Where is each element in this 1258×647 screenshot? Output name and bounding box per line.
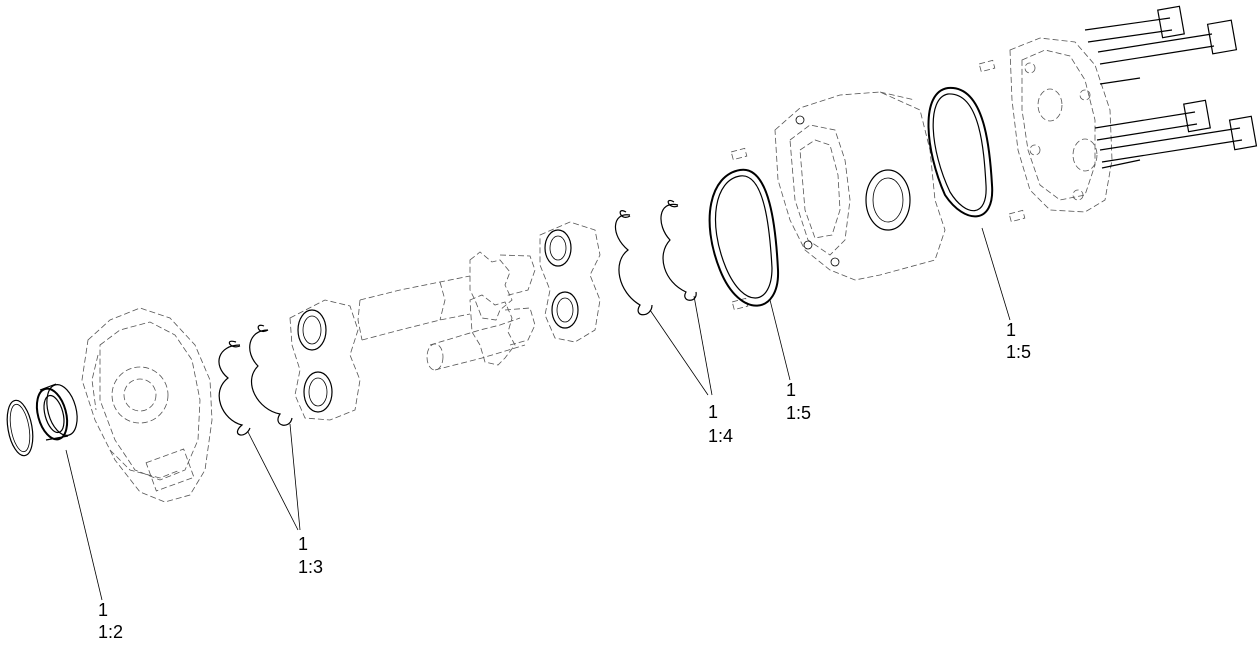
callout-ref: 1:5 (1006, 342, 1031, 362)
callout-ref: 1:4 (708, 426, 733, 446)
callout-1-3: 1 1:3 (298, 534, 323, 577)
rear-cover (1009, 37, 1113, 213)
dowel-pins (730, 59, 1026, 311)
callout-1-4: 1 1:4 (708, 402, 733, 446)
callout-1-2: 1 1:2 (98, 600, 123, 642)
callout-qty: 1 (98, 600, 108, 620)
callout-qty: 1 (786, 380, 796, 400)
wire-seal-pair-front (218, 324, 293, 436)
callout-ref: 1:3 (298, 557, 323, 577)
shaft-seal (35, 383, 78, 441)
gasket-ring-rear (927, 86, 994, 218)
front-bearing-block (289, 299, 361, 421)
snap-ring (6, 399, 34, 457)
wire-seal-pair-rear (614, 200, 697, 316)
callout-ref: 1:5 (786, 403, 811, 423)
callout-ref: 1:2 (98, 622, 123, 642)
leader-lines (65, 227, 1011, 601)
gasket-ring-front (708, 168, 780, 307)
cover-bolts (1084, 5, 1258, 169)
front-flange (81, 307, 213, 503)
callout-qty: 1 (708, 402, 718, 422)
rear-bearing-block (539, 221, 601, 343)
callout-1-5-front: 1 1:5 (786, 380, 811, 423)
drive-shaft-gear (357, 251, 536, 341)
gear-housing (774, 91, 946, 281)
callout-qty: 1 (1006, 320, 1016, 340)
driven-gear (426, 294, 536, 371)
callout-1-5-rear: 1 1:5 (1006, 320, 1031, 362)
callout-qty: 1 (298, 534, 308, 554)
